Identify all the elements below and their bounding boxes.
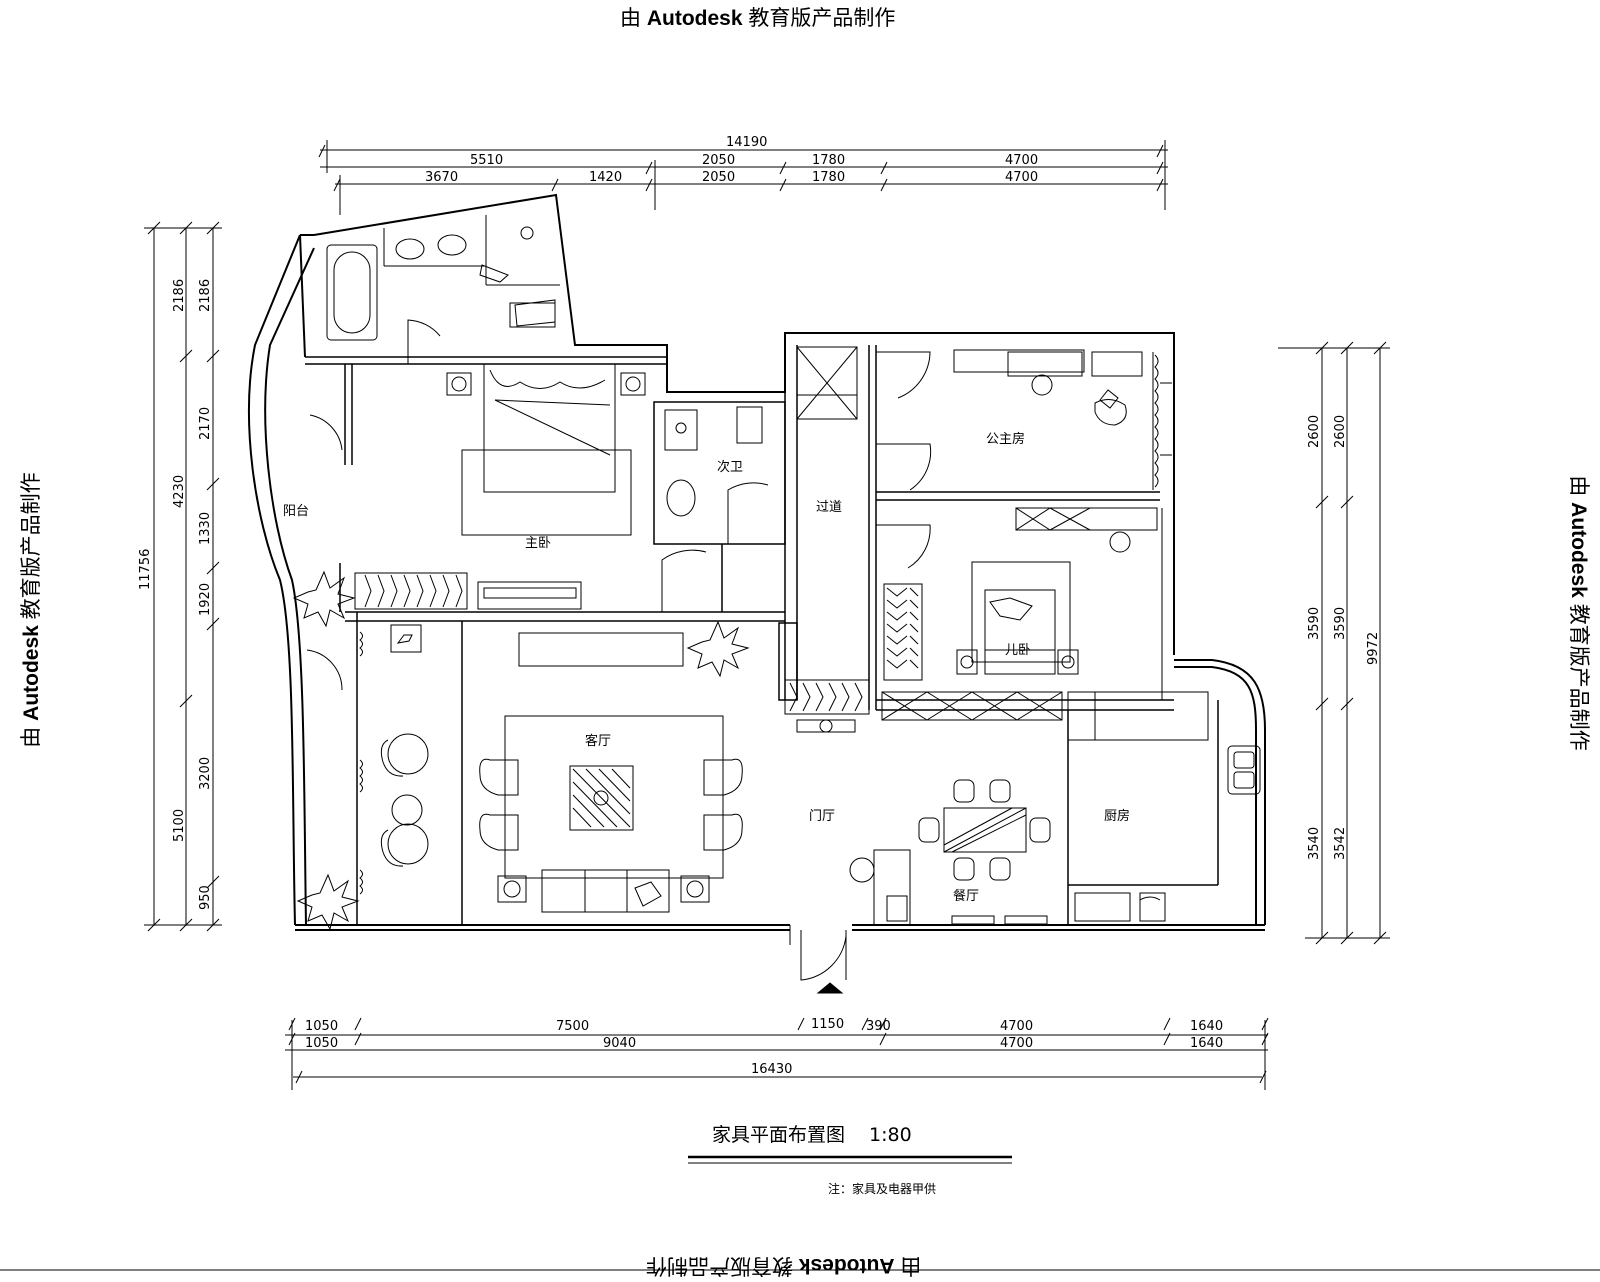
room-label-kids-bedroom: 儿卧	[1005, 643, 1031, 658]
dim-top-row1: 4700	[1005, 153, 1038, 168]
exterior-walls	[248, 193, 1266, 931]
dim-bottom-total: 16430	[751, 1062, 792, 1077]
dim-top-row2: 3670	[425, 170, 458, 185]
entrance-arrow-icon	[816, 982, 844, 994]
room-label-corridor: 过道	[816, 500, 842, 515]
plant-icon	[686, 620, 750, 678]
watermark-top: 由 Autodesk 教育版产品制作	[620, 7, 896, 30]
dim-right-mid: 3590	[1333, 607, 1348, 640]
dim-left-inner: 950	[198, 885, 213, 910]
dim-left-mid: 5100	[172, 809, 187, 842]
room-label-princess-room: 公主房	[986, 431, 1025, 447]
dim-right-inner: 3590	[1307, 607, 1322, 640]
room-label-balcony: 阳台	[283, 504, 309, 519]
dim-left-outer: 11756	[138, 549, 153, 590]
dim-right-mid: 3542	[1333, 827, 1348, 860]
dim-right-mid: 2600	[1333, 415, 1348, 448]
dim-top-row2: 4700	[1005, 170, 1038, 185]
room-label-secondary-bath: 次卫	[717, 459, 743, 475]
dim-left-inner: 2186	[198, 279, 213, 312]
dim-left-mid: 2186	[172, 279, 187, 312]
dim-bottom-row1: 1150	[811, 1017, 844, 1032]
dim-bottom-row1: 390	[866, 1019, 891, 1034]
dim-bottom-row1: 1050	[305, 1019, 338, 1034]
watermark-bottom: 由 Autodesk 教育版产品制作	[646, 1254, 922, 1277]
dimension-lines	[144, 140, 1390, 1090]
plant-icon	[296, 873, 360, 931]
room-label-kitchen: 厨房	[1104, 808, 1130, 824]
room-label-living-room: 客厅	[585, 733, 611, 749]
dim-top-row1: 2050	[702, 153, 735, 168]
dim-bottom-row2: 1050	[305, 1036, 338, 1051]
dim-right-inner: 3540	[1307, 827, 1322, 860]
dim-bottom-row2: 1640	[1190, 1036, 1223, 1051]
drawing-title: 家具平面布置图 1:80	[712, 1120, 912, 1147]
dim-top-row1: 1780	[812, 153, 845, 168]
plant-icon	[292, 570, 356, 628]
dim-bottom-row1: 4700	[1000, 1019, 1033, 1034]
dim-bottom-row2: 9040	[603, 1036, 636, 1051]
dim-left-inner: 3200	[198, 757, 213, 790]
dim-top-row1: 5510	[470, 153, 503, 168]
furniture	[292, 215, 1261, 994]
dim-right-inner: 2600	[1307, 415, 1322, 448]
door-swings	[306, 319, 932, 981]
dim-bottom-row1: 1640	[1190, 1019, 1223, 1034]
drawing-title-name: 家具平面布置图	[712, 1124, 846, 1146]
dim-left-inner: 1920	[198, 583, 213, 616]
room-label-master-bedroom: 主卧	[525, 536, 551, 551]
drawing-note: 注：家具及电器甲供	[828, 1182, 937, 1196]
dim-left-inner: 1330	[198, 512, 213, 545]
dim-top-row2: 1420	[589, 170, 622, 185]
dim-bottom-row1: 7500	[556, 1019, 589, 1034]
watermark-right: 由 Autodesk 教育版产品制作	[1567, 475, 1590, 751]
room-label-foyer: 门厅	[809, 809, 835, 824]
dim-bottom-row2: 4700	[1000, 1036, 1033, 1051]
watermark-left: 由 Autodesk 教育版产品制作	[20, 472, 43, 748]
room-label-dining-room: 餐厅	[953, 888, 979, 904]
dim-top-total: 14190	[726, 135, 767, 150]
dim-left-mid: 4230	[172, 475, 187, 508]
dim-left-inner: 2170	[198, 407, 213, 440]
dim-top-row2: 2050	[702, 170, 735, 185]
dim-right-outer: 9972	[1366, 632, 1381, 665]
plant-icon	[1099, 389, 1119, 409]
dim-top-row2: 1780	[812, 170, 845, 185]
drawing-scale: 1:80	[869, 1124, 912, 1146]
